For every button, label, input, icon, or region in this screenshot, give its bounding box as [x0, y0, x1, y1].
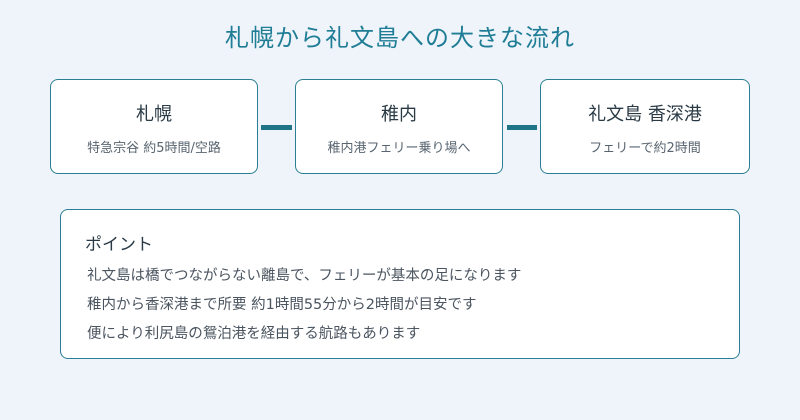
point-item: 便により利尻島の鴛泊港を経由する航路もあります — [87, 326, 421, 342]
step-detail: フェリーで約2時間 — [589, 141, 701, 156]
points-heading: ポイント — [85, 235, 153, 255]
connector-line — [261, 125, 292, 130]
step-wakkanai: 稚内 稚内港フェリー乗り場へ — [295, 79, 503, 174]
page-title: 札幌から礼文島への大きな流れ — [225, 24, 575, 52]
point-item: 稚内から香深港まで所要 約1時間55分から2時間が目安です — [87, 297, 477, 313]
connector-line — [507, 125, 537, 130]
step-rebun-kafuka: 礼文島 香深港 フェリーで約2時間 — [540, 79, 750, 174]
step-name: 札幌 — [136, 104, 172, 125]
points-list: 礼文島は橋でつながらない離島で、フェリーが基本の足になります 稚内から香深港まで… — [87, 265, 521, 352]
points-panel: ポイント 礼文島は橋でつながらない離島で、フェリーが基本の足になります 稚内から… — [60, 209, 740, 359]
step-name: 稚内 — [381, 104, 417, 125]
step-detail: 特急宗谷 約5時間/空路 — [87, 141, 221, 156]
step-sapporo: 札幌 特急宗谷 約5時間/空路 — [50, 79, 258, 174]
point-item: 礼文島は橋でつながらない離島で、フェリーが基本の足になります — [87, 268, 522, 284]
step-name: 礼文島 香深港 — [588, 104, 702, 125]
route-flow: 札幌 特急宗谷 約5時間/空路 稚内 稚内港フェリー乗り場へ 礼文島 香深港 フ… — [50, 79, 750, 176]
step-detail: 稚内港フェリー乗り場へ — [327, 141, 471, 156]
